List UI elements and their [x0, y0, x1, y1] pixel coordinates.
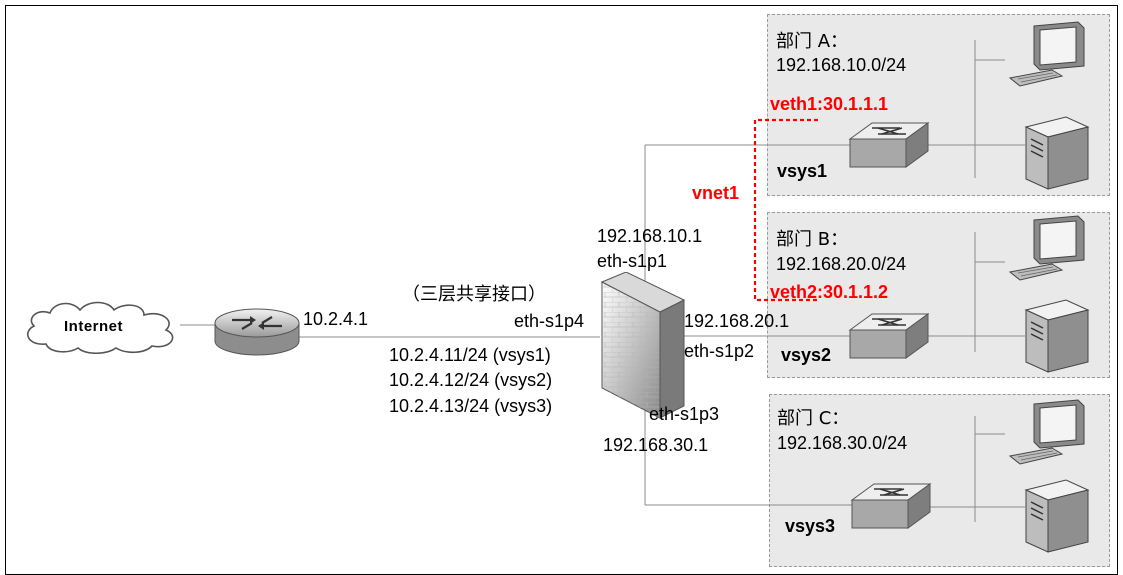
- server-icon: [1022, 111, 1092, 191]
- server-icon: [1022, 294, 1092, 374]
- workstation-icon: [1008, 398, 1090, 468]
- veth2-label: veth2:30.1.1.2: [770, 282, 889, 302]
- eth-s1p1-ip: 192.168.10.1: [597, 226, 703, 246]
- vnet-link: [753, 118, 818, 302]
- eth-s1p4-address-1: 10.2.4.11/24 (vsys1): [389, 345, 551, 365]
- router-ip-label: 10.2.4.1: [303, 309, 369, 329]
- shared-interface-note: （三层共享接口）: [402, 284, 546, 305]
- eth-s1p4-address-2: 10.2.4.12/24 (vsys2): [389, 370, 553, 390]
- department-c-subnet: 192.168.30.0/24: [777, 433, 908, 453]
- veth1-label: veth1:30.1.1.1: [770, 94, 889, 114]
- switch-icon: [850, 482, 932, 532]
- eth-s1p4-address-3: 10.2.4.13/24 (vsys3): [389, 396, 553, 416]
- router-icon: [212, 307, 302, 359]
- workstation-icon: [1008, 214, 1090, 284]
- internet-cloud-icon: [16, 298, 184, 355]
- department-a-subnet: 192.168.10.0/24: [776, 55, 907, 75]
- switch-icon: [848, 121, 930, 171]
- vsys3-label: vsys3: [785, 516, 836, 536]
- eth-s1p3-ip: 192.168.30.1: [603, 435, 709, 455]
- department-b-subnet: 192.168.20.0/24: [776, 254, 907, 274]
- eth-s1p1-label: eth-s1p1: [597, 251, 668, 271]
- eth-s1p4-label: eth-s1p4: [514, 311, 585, 331]
- server-icon: [1022, 474, 1092, 554]
- eth-s1p2-ip: 192.168.20.1: [684, 311, 790, 331]
- department-b-name: 部门 B：: [776, 229, 849, 250]
- department-c-name: 部门 C：: [777, 408, 850, 429]
- firewall-icon: [598, 271, 690, 420]
- workstation-icon: [1008, 20, 1090, 90]
- switch-icon: [848, 312, 930, 362]
- vsys2-label: vsys2: [781, 345, 832, 365]
- eth-s1p2-label: eth-s1p2: [684, 341, 755, 361]
- eth-s1p3-label: eth-s1p3: [649, 404, 720, 424]
- department-a-name: 部门 A：: [776, 31, 849, 52]
- vnet1-label: vnet1: [692, 183, 740, 203]
- internet-label: Internet: [64, 318, 124, 335]
- vsys1-label: vsys1: [777, 161, 828, 181]
